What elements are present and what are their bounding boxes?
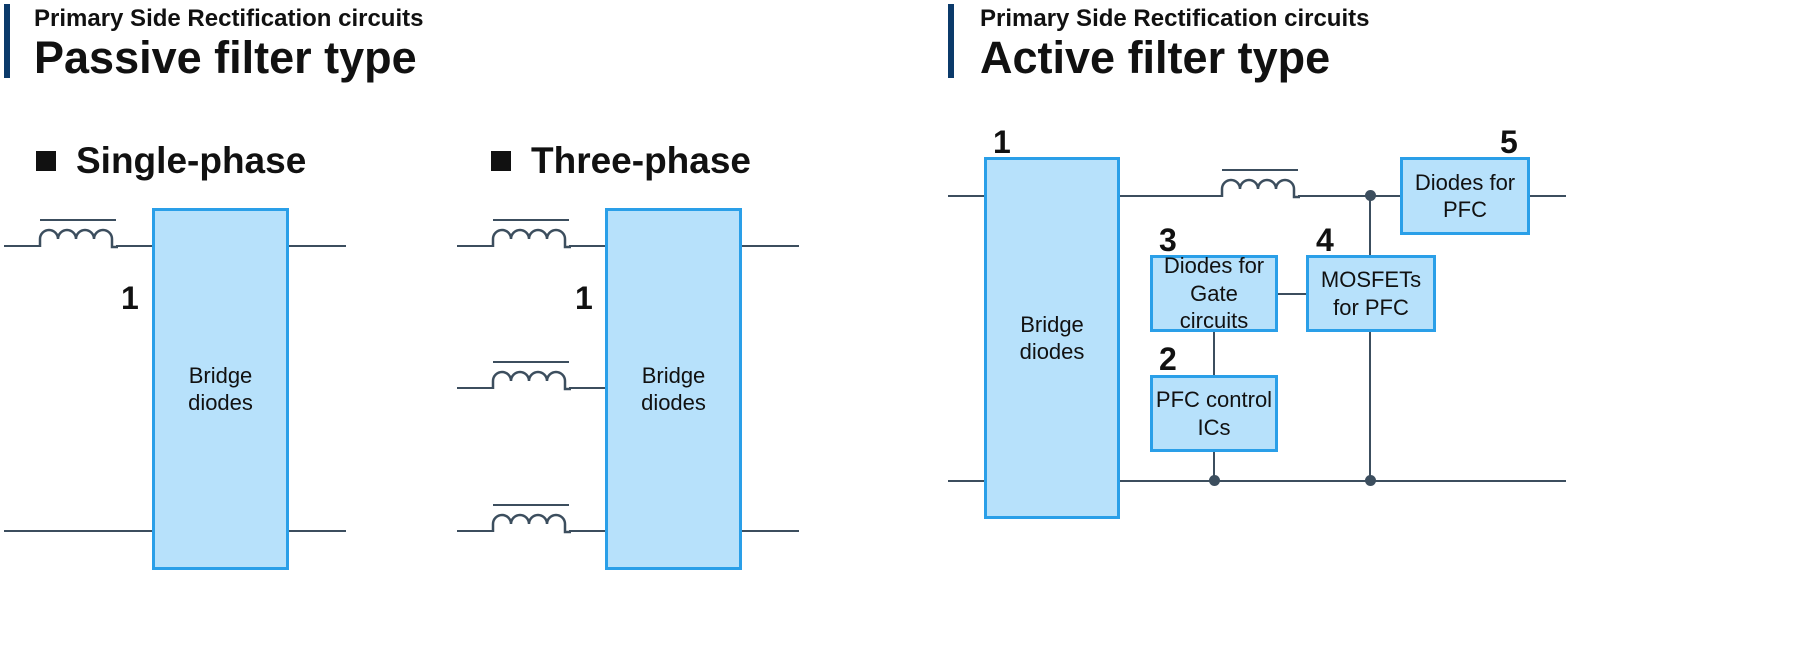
active-gate-to-mosfet-wire xyxy=(1277,293,1308,295)
square-bullet-icon xyxy=(491,151,511,171)
three-phase-core-2 xyxy=(493,361,569,363)
single-phase-bridge-diodes-box: Bridge diodes xyxy=(152,208,289,570)
active-header-bar xyxy=(948,4,954,78)
single-phase-output-wire-top xyxy=(288,245,346,247)
active-bridge-diodes-box: Bridge diodes xyxy=(984,157,1120,519)
three-phase-wire-1-right xyxy=(569,245,607,247)
active-title: Active filter type xyxy=(980,32,1331,83)
single-phase-inductor-core xyxy=(40,219,116,221)
passive-subtitle: Primary Side Rectification circuits xyxy=(34,5,424,32)
box-line-1: Diodes for xyxy=(1414,169,1516,195)
single-phase-number: 1 xyxy=(121,280,139,316)
active-ic-to-rail-wire xyxy=(1213,450,1215,481)
box-line-2: diodes xyxy=(1019,339,1085,364)
single-phase-heading: Single-phase xyxy=(76,140,307,181)
box-line-1: Bridge xyxy=(641,362,706,388)
three-phase-core-1 xyxy=(493,219,569,221)
inductor-coil-icon xyxy=(38,228,118,249)
box-line-2: diodes xyxy=(188,390,253,415)
three-phase-heading: Three-phase xyxy=(531,140,752,181)
pfc-mosfet-box: MOSFETs for PFC xyxy=(1306,255,1436,332)
single-phase-output-wire-bottom xyxy=(288,530,346,532)
box-line-2: diodes xyxy=(641,390,706,415)
active-input-wire-bottom xyxy=(948,480,986,482)
inductor-coil-icon xyxy=(1220,178,1300,199)
box-line-2: PFC xyxy=(1443,197,1487,222)
active-mosfet-number: 4 xyxy=(1316,222,1334,258)
three-phase-wire-2-right xyxy=(569,387,607,389)
active-pfc-ic-number: 2 xyxy=(1159,341,1177,377)
three-phase-output-wire-bottom xyxy=(741,530,799,532)
single-phase-heading-row: Single-phase xyxy=(36,140,306,182)
three-phase-bridge-diodes-box: Bridge diodes xyxy=(605,208,742,570)
active-mosfet-vertical-lower xyxy=(1369,331,1371,481)
three-phase-core-3 xyxy=(493,504,569,506)
square-bullet-icon xyxy=(36,151,56,171)
active-bottom-rail xyxy=(1118,480,1566,482)
single-phase-input-wire-bottom xyxy=(4,530,154,532)
pfc-control-ic-box: PFC control ICs xyxy=(1150,375,1278,452)
junction-dot-icon xyxy=(1209,475,1220,486)
passive-header-bar xyxy=(4,4,10,78)
inductor-coil-icon xyxy=(491,228,571,249)
box-line-1: PFC control xyxy=(1155,387,1273,412)
three-phase-output-wire-top xyxy=(741,245,799,247)
active-inductor-core xyxy=(1222,169,1298,171)
three-phase-wire-2-left xyxy=(457,387,493,389)
passive-title: Passive filter type xyxy=(34,32,417,83)
single-phase-input-wire-left xyxy=(4,245,40,247)
active-subtitle: Primary Side Rectification circuits xyxy=(980,5,1370,32)
inductor-coil-icon xyxy=(491,513,571,534)
active-top-rail-middle xyxy=(1298,195,1402,197)
box-line-1: Bridge xyxy=(1020,311,1084,337)
box-line-2: ICs xyxy=(1197,414,1231,440)
active-bridge-number: 1 xyxy=(993,124,1011,160)
active-gate-to-ic-wire xyxy=(1213,331,1215,376)
three-phase-number: 1 xyxy=(575,280,593,316)
three-phase-wire-3-right xyxy=(569,530,607,532)
three-phase-wire-1-left xyxy=(457,245,493,247)
active-pfc-diode-number: 5 xyxy=(1500,124,1518,160)
single-phase-input-wire-right xyxy=(116,245,154,247)
three-phase-heading-row: Three-phase xyxy=(491,140,751,182)
box-line-2: Gate circuits xyxy=(1179,280,1249,334)
pfc-diodes-box: Diodes for PFC xyxy=(1400,157,1530,235)
active-gate-number: 3 xyxy=(1159,222,1177,258)
gate-circuit-diodes-box: Diodes for Gate circuits xyxy=(1150,253,1278,334)
junction-dot-icon xyxy=(1365,475,1376,486)
box-line-1: Bridge xyxy=(188,362,253,388)
active-output-wire-top xyxy=(1528,195,1566,197)
box-line-1: MOSFETs xyxy=(1320,267,1422,292)
active-top-rail-left xyxy=(1118,195,1222,197)
active-input-wire-top xyxy=(948,195,986,197)
box-line-1: Diodes for xyxy=(1163,253,1265,279)
three-phase-wire-3-left xyxy=(457,530,493,532)
junction-dot-icon xyxy=(1365,190,1376,201)
inductor-coil-icon xyxy=(491,370,571,391)
active-mosfet-vertical-upper xyxy=(1369,196,1371,256)
box-line-2: for PFC xyxy=(1333,294,1409,320)
